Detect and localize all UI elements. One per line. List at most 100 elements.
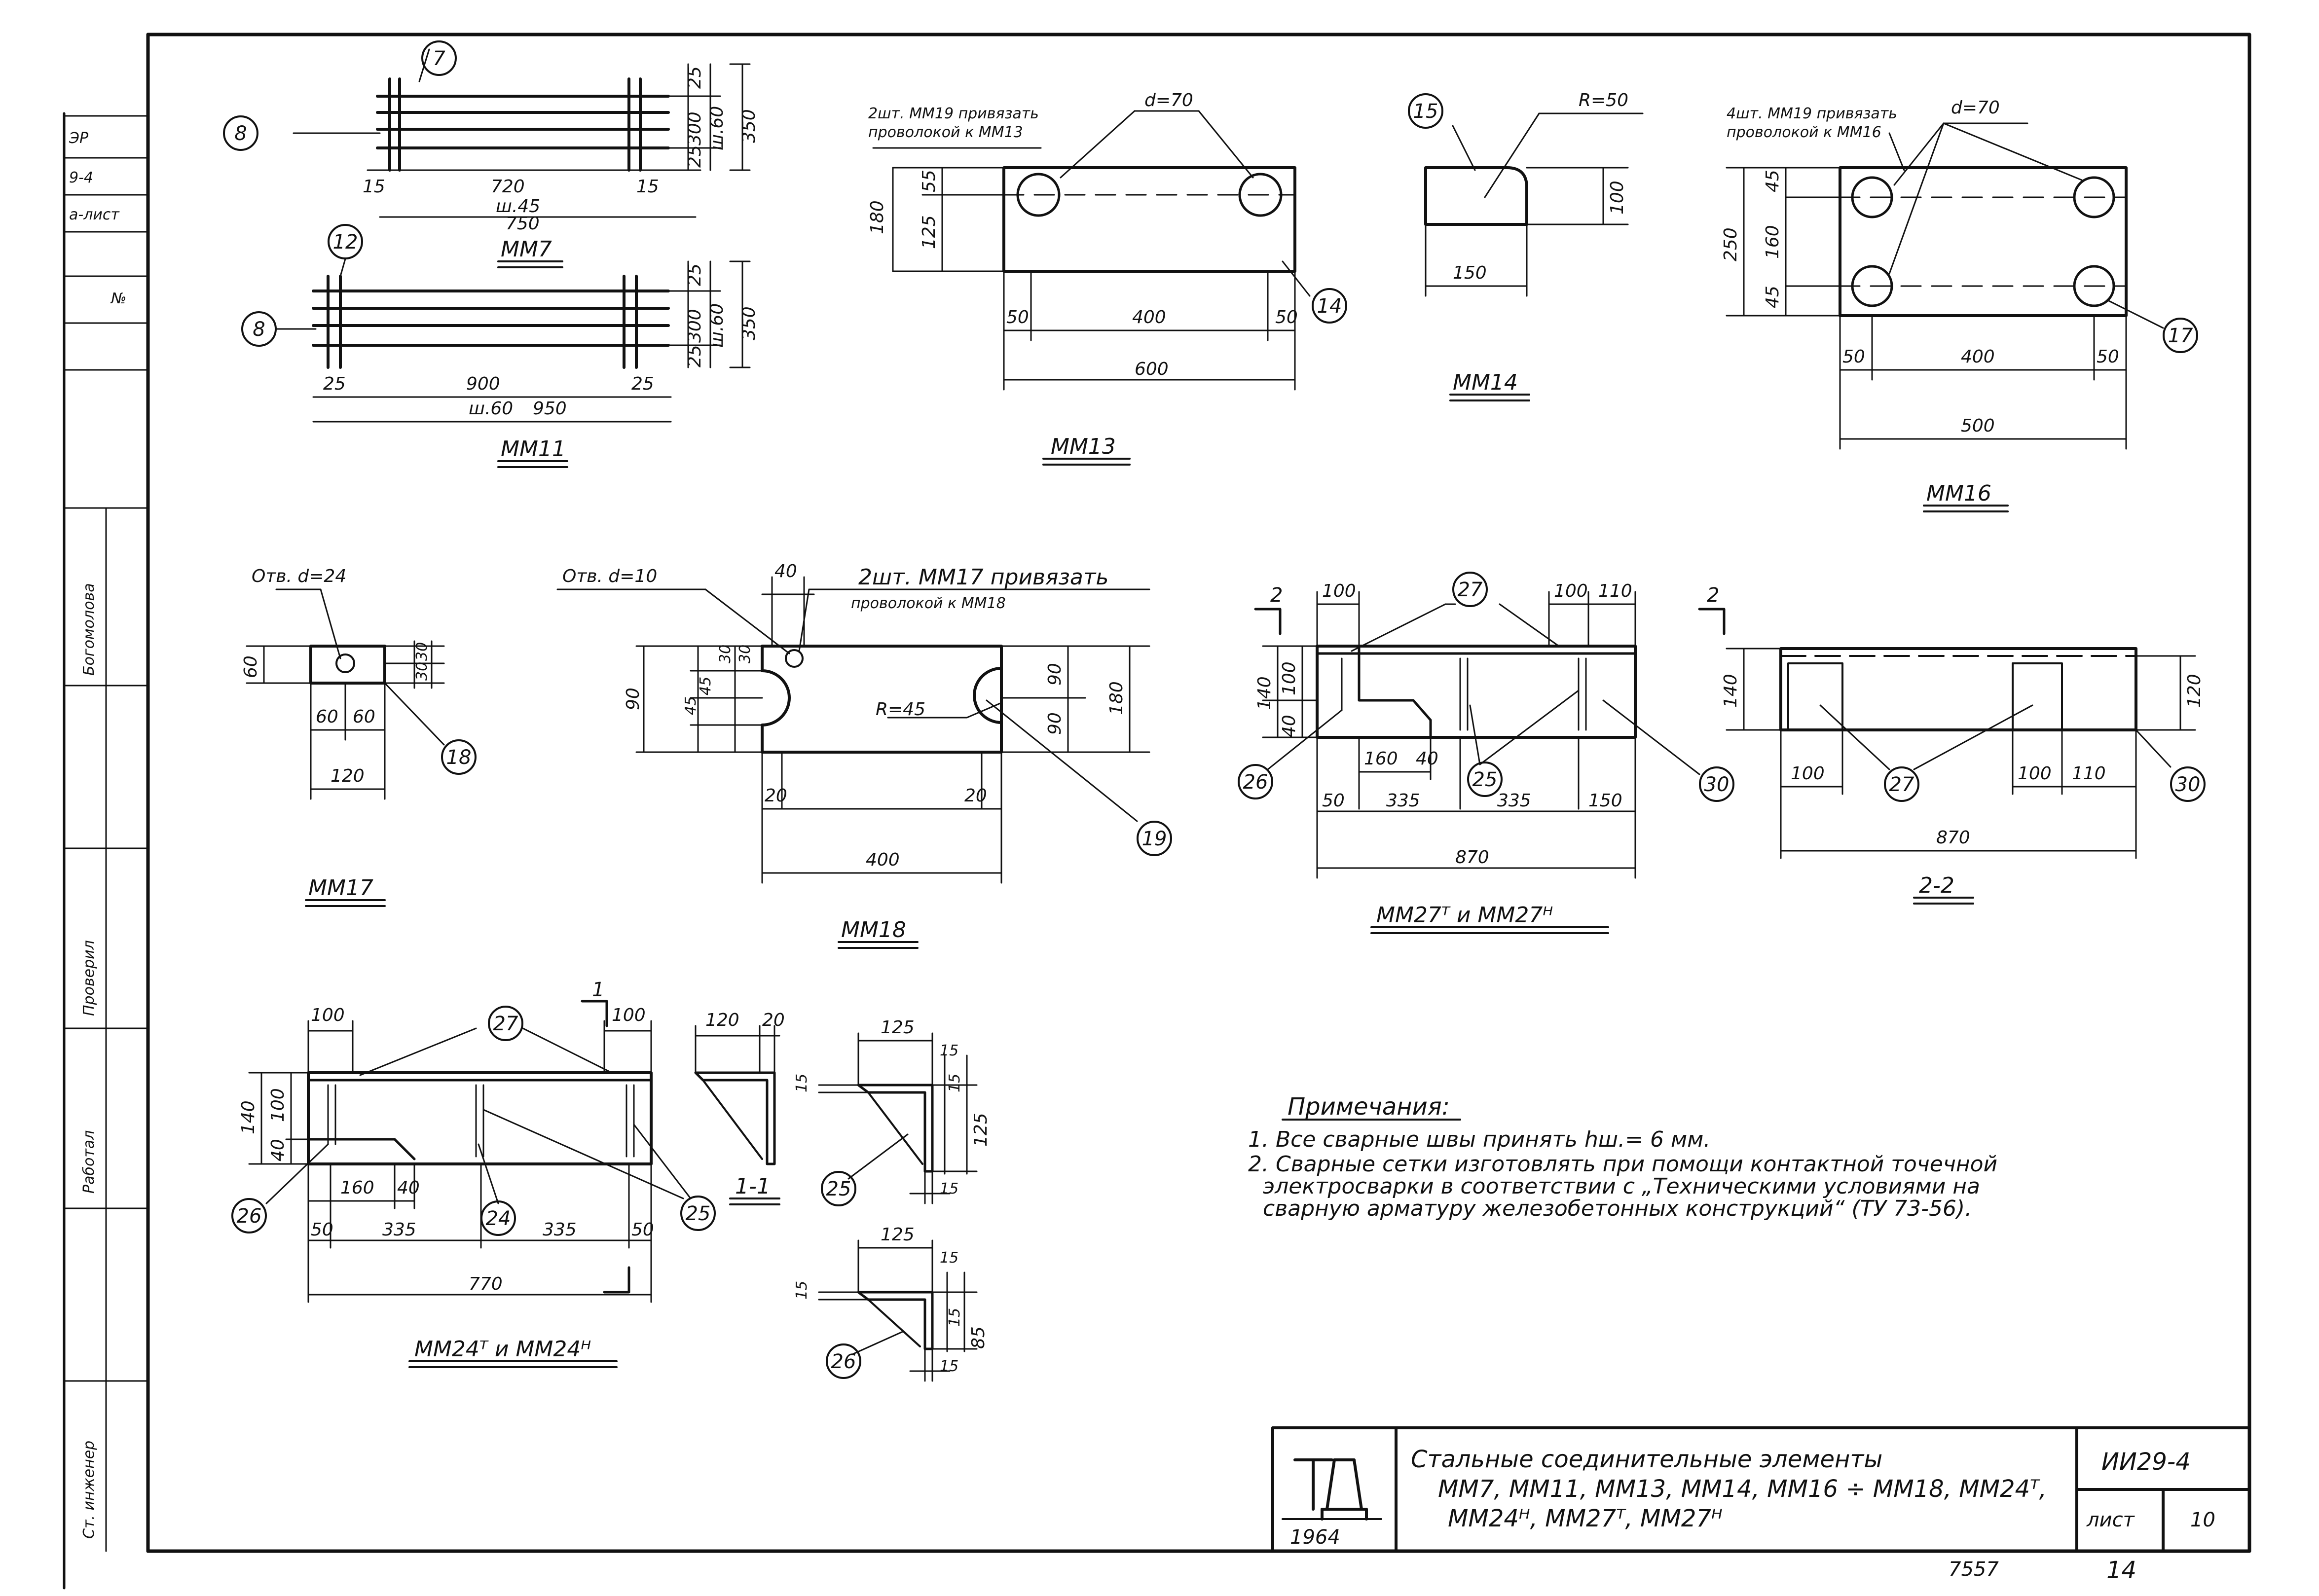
mm11-callout-12-label: 12: [333, 231, 358, 254]
sec22-dim-140: 140: [1721, 674, 1741, 708]
part-mm14: [1409, 94, 1643, 296]
margin-role-engineer: Ст. инженер: [80, 1441, 98, 1539]
mm13-dim-55: 55: [919, 170, 939, 192]
g25-callout-label: 25: [826, 1178, 851, 1200]
mm7-dim-720: 720: [491, 177, 525, 197]
mm27-callout-27: [1453, 573, 1487, 606]
mm16-dim-400: 400: [1961, 347, 1995, 367]
mm24-dim-50b: 50: [631, 1220, 654, 1240]
mm17-hole: [336, 654, 354, 672]
mm7-dim-25b: 25: [685, 145, 705, 168]
mm27-dim-100c: 100: [1279, 661, 1299, 695]
mm17-callout-18-label: 18: [446, 746, 472, 769]
mm27-callout-25: [1468, 762, 1502, 796]
mm13-dim-400: 400: [1132, 307, 1166, 327]
sec22-dim-120: 120: [2184, 674, 2205, 708]
mm13-dim-50b: 50: [1275, 307, 1298, 327]
g26-dim-15b: 15: [793, 1281, 810, 1300]
mm13-dim-50a: 50: [1006, 307, 1029, 327]
sec22-cut-label: 2: [1707, 584, 1719, 607]
mm13-caption: ММ13: [1051, 434, 1116, 459]
margin-role-checked: Проверил: [80, 940, 98, 1016]
mm27-dim-40b: 40: [1416, 749, 1438, 769]
mm11-dim-25b: 25: [631, 374, 654, 394]
mm17-hole: Отв. d=24: [252, 566, 346, 586]
g26-dim-15d: 15: [940, 1358, 958, 1375]
sheet-frame: [148, 35, 2249, 1551]
part-mm17: [247, 589, 476, 799]
mm13-hole: d=70: [1144, 90, 1193, 110]
mm16-dim-500: 500: [1961, 416, 1995, 436]
mm24-dim-50a: 50: [311, 1220, 333, 1240]
gusset-26: [819, 1240, 977, 1381]
mm27-dim-160: 160: [1364, 749, 1398, 769]
mm11-dim-950: 950: [533, 399, 567, 419]
mm27-cut-label: 2: [1270, 584, 1283, 607]
title-sheet-label: лист: [2086, 1509, 2135, 1531]
mm14-dim-150: 150: [1453, 263, 1487, 283]
mm11-texts: 12 8 25 900 25 ш.60 950 25 300 ш.60 350 …: [253, 231, 759, 462]
title-line-1: Стальные соединительные элементы: [1411, 1446, 1882, 1473]
mm18-dim-20b: 20: [964, 786, 987, 806]
mm11-dim-25a: 25: [323, 374, 346, 394]
footer-number: 7557: [1949, 1558, 1999, 1581]
mm16-callout-17: [2164, 319, 2197, 352]
left-margin-stamp: [64, 116, 148, 1551]
notes-title: Примечания:: [1288, 1093, 1450, 1121]
sec22-callout-30-label: 30: [2175, 773, 2201, 796]
title-block-texts: 1964 Стальные соединительные элементы ММ…: [1290, 1446, 2215, 1549]
section-2-2: [1699, 609, 2205, 858]
mm24-dim-40b: 40: [397, 1178, 420, 1198]
mm16-dim-50b: 50: [2097, 347, 2119, 367]
mm24-callout-27: [489, 1007, 522, 1040]
mm24-dim-40: 40: [268, 1139, 288, 1161]
sec22-dim-870: 870: [1936, 828, 1970, 848]
mm24-dim-100b: 100: [612, 1005, 646, 1025]
mm18-dim-30b: 30: [736, 645, 754, 663]
mm27-dim-335a: 335: [1386, 791, 1420, 811]
mm18-caption: ММ18: [841, 917, 906, 943]
mm27-callout-26-label: 26: [1243, 771, 1268, 794]
mm24-dim-140: 140: [238, 1100, 258, 1134]
mm18-dim-90c: 90: [1045, 712, 1065, 735]
mm24-dim-770: 770: [469, 1274, 503, 1294]
mm24-dim-100c: 100: [268, 1088, 288, 1122]
caption-underlines: [306, 261, 2008, 1367]
mm27-dim-40: 40: [1279, 715, 1299, 737]
mm16-dim-160: 160: [1763, 225, 1783, 259]
g26-dim-15a: 15: [940, 1249, 958, 1267]
sec22-caption: 2-2: [1919, 873, 1954, 898]
mm18-dim-45b: 45: [697, 677, 714, 695]
mm24-callout-25-label: 25: [686, 1202, 711, 1225]
note-2-line-3: сварную арматуру железобетонных конструк…: [1263, 1196, 1972, 1221]
g26-callout: [827, 1344, 860, 1378]
mm16-callout-17-label: 17: [2168, 325, 2193, 347]
mm11-callout-8: [242, 312, 276, 346]
mm24-dim-160: 160: [340, 1178, 374, 1198]
mm24-dim-335a: 335: [382, 1220, 416, 1240]
mm27-caption: ММ27ᵀ и ММ27ᴴ: [1376, 903, 1553, 928]
mm27-dim-335b: 335: [1497, 791, 1531, 811]
mm24-cut-mark-bottom: [604, 1268, 629, 1292]
margin-name: Богомолова: [80, 583, 98, 676]
mm24-callout-26: [232, 1199, 266, 1233]
mm16-hole-tr: [2074, 178, 2114, 217]
mm11-callout-8-label: 8: [253, 318, 265, 341]
mm7-dim-15b: 15: [636, 177, 659, 197]
mm18-dim-400: 400: [866, 850, 900, 870]
mm24-cut-mark-top: [582, 1001, 607, 1026]
mm16-dim-45a: 45: [1763, 170, 1783, 192]
mm11-caption: ММ11: [501, 436, 566, 462]
mm18-dim-45a: 45: [682, 696, 699, 715]
mm27-dim-870: 870: [1455, 847, 1489, 868]
part-mm18: [557, 577, 1171, 883]
mm13-callout-14: [1313, 289, 1346, 323]
mm14-callout-15: [1409, 94, 1442, 128]
mm24-dim-100a: 100: [311, 1005, 345, 1025]
mm11-dim-sh60: ш.60: [469, 399, 513, 419]
margin-code-b: 9-4: [69, 169, 93, 186]
mm24-callout-25: [681, 1197, 715, 1230]
